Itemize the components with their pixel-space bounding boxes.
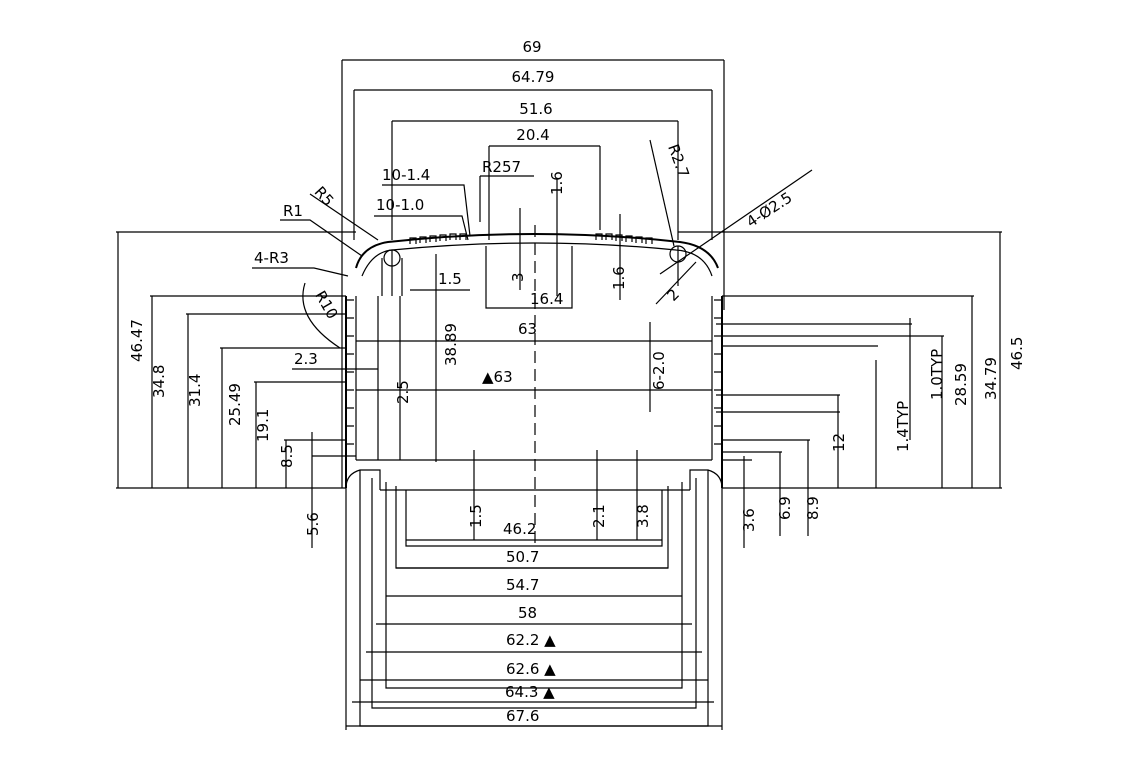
callout-r1: R1 [283, 202, 303, 220]
dim-67-6: 67.6 [506, 707, 539, 725]
dim-54-7: 54.7 [506, 576, 539, 594]
dim-46-47: 46.47 [128, 319, 146, 362]
dim-64-79: 64.79 [512, 68, 555, 86]
callout-r10: R10 [311, 288, 341, 323]
right-dimensions: 46.5 34.79 28.59 1.0TYP 1.4TYP 12 8.9 6.… [678, 231, 1026, 548]
callout-2-1: 2.1 [590, 504, 608, 528]
callout-3: 3 [509, 272, 527, 282]
callout-r2-7: R2.7 [664, 142, 693, 180]
dim-8-5: 8.5 [278, 444, 296, 468]
dim-69: 69 [522, 38, 541, 56]
callout-4-r3: 4-R3 [254, 249, 289, 267]
dim-3-6: 3.6 [740, 508, 758, 532]
callout-2-3: 2.3 [294, 350, 318, 368]
callout-1-6-right: 1.6 [610, 266, 628, 290]
left-dimensions: 46.47 34.8 31.4 25.49 19.1 8.5 5.6 [116, 231, 356, 548]
dim-28-59: 28.59 [952, 363, 970, 406]
dim-25-49: 25.49 [226, 383, 244, 426]
dim-64-3: 64.3 ▲ [505, 683, 555, 701]
callout-46-2: 46.2 [503, 520, 536, 538]
callout-10-1-4: 10-1.4 [382, 166, 430, 184]
callout-tri-63: ▲63 [482, 368, 513, 386]
callout-2: 2 [664, 285, 683, 304]
dim-34-8: 34.8 [150, 365, 168, 398]
dim-20-4: 20.4 [516, 126, 549, 144]
bottom-dimensions: 50.7 54.7 58 62.2 ▲ 62.6 ▲ 64.3 ▲ 67.6 [345, 488, 723, 730]
callout-3-8: 3.8 [634, 504, 652, 528]
callouts: 10-1.4 10-1.0 R257 R5 R1 4-R3 R10 R2.7 4… [252, 139, 813, 541]
callout-1-5-top: 1.5 [438, 270, 462, 288]
callout-4-phi-2-5: 4-Ø2.5 [743, 188, 795, 231]
dim-1-0typ: 1.0TYP [928, 349, 946, 400]
dim-5-6: 5.6 [304, 512, 322, 536]
top-dimensions: 69 64.79 51.6 20.4 [341, 38, 725, 488]
callout-2-5: 2.5 [394, 380, 412, 404]
callout-r5: R5 [311, 183, 338, 210]
callout-1-5-bottom: 1.5 [467, 504, 485, 528]
dim-62-2: 62.2 ▲ [506, 631, 556, 649]
dim-34-79: 34.79 [982, 357, 1000, 400]
dim-6-9: 6.9 [776, 496, 794, 520]
callout-r257: R257 [482, 158, 521, 176]
dim-8-9: 8.9 [804, 496, 822, 520]
dim-62-6: 62.6 ▲ [506, 660, 556, 678]
callout-38-89: 38.89 [442, 323, 460, 366]
callout-1-6-top: 1.6 [548, 171, 566, 195]
callout-10-1-0: 10-1.0 [376, 196, 424, 214]
dim-46-5: 46.5 [1008, 337, 1026, 370]
callout-6-2-0: 6-2.0 [650, 351, 668, 390]
callout-63: 63 [518, 320, 537, 338]
dim-19-1: 19.1 [254, 409, 272, 442]
dim-31-4: 31.4 [186, 374, 204, 407]
dim-58: 58 [518, 604, 537, 622]
callout-16-4: 16.4 [530, 290, 563, 308]
dim-51-6: 51.6 [519, 100, 552, 118]
dim-1-4typ: 1.4TYP [894, 401, 912, 452]
dim-12: 12 [830, 433, 848, 452]
dim-50-7: 50.7 [506, 548, 539, 566]
